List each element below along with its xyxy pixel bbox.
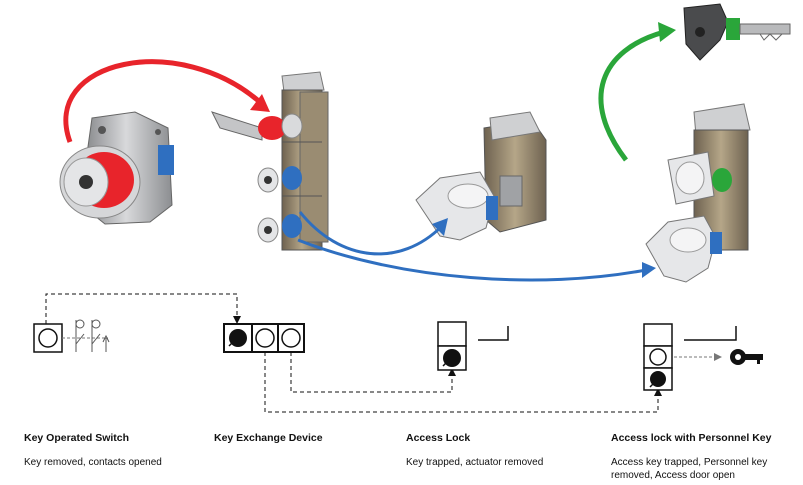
key-switch-title: Key Operated Switch (24, 432, 130, 444)
personnel-access-lock-device-image (645, 103, 751, 283)
personnel-key-image (683, 3, 791, 61)
access-lock-description: Key trapped, actuator removed (406, 457, 544, 468)
access-lock-icon (437, 321, 509, 371)
blue-transfer-arrow-2 (297, 238, 647, 282)
green-transfer-arrow (598, 29, 665, 162)
personnel-key-icon (730, 349, 763, 365)
personnel-access-lock-icon (643, 323, 737, 391)
key-exchange-device-image (211, 71, 329, 251)
exchange-to-personnel-link (264, 352, 659, 413)
access-lock-title: Access Lock (406, 432, 471, 444)
access-lock-device-image (415, 111, 547, 241)
key-exchange-title: Key Exchange Device (214, 432, 323, 444)
personnel-lock-title: Access lock with Personnel Key (611, 432, 772, 444)
key-switch-device-image (59, 111, 174, 225)
key-exchange-device-icon (223, 323, 305, 353)
personnel-lock-description: Access key trapped, Personnel key remove… (611, 457, 768, 481)
key-switch-icon (33, 319, 110, 353)
key-switch-description: Key removed, contacts opened (24, 457, 162, 468)
red-transfer-arrow (63, 59, 264, 143)
blue-transfer-arrow-1 (298, 211, 444, 256)
switch-to-exchange-link (45, 293, 238, 324)
exchange-to-access-link (290, 352, 453, 393)
